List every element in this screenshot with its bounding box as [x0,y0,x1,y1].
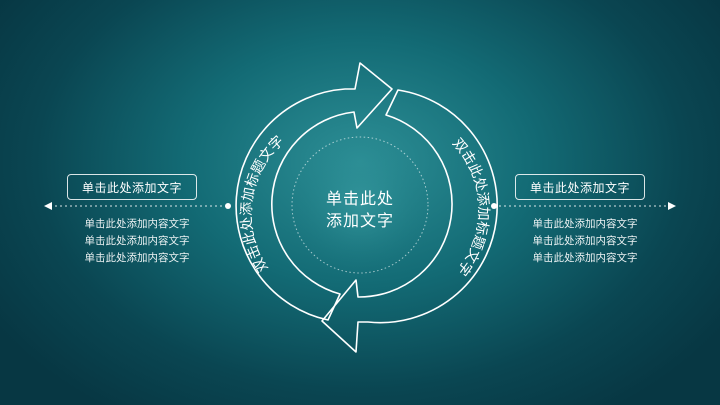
right-connector-arrowhead [668,202,676,210]
right-content-line: 单击此处添加内容文字 [532,235,638,247]
right-content[interactable]: 单击此处添加内容文字 单击此处添加内容文字 单击此处添加内容文字 [515,216,655,267]
right-content-line: 单击此处添加内容文字 [532,252,638,264]
left-connector-dot [225,203,231,209]
left-connector-arrowhead [44,202,52,210]
left-title-box[interactable]: 单击此处添加文字 [67,174,197,200]
left-content[interactable]: 单击此处添加内容文字 单击此处添加内容文字 单击此处添加内容文字 [67,216,207,267]
left-content-line: 单击此处添加内容文字 [84,235,190,247]
left-content-line: 单击此处添加内容文字 [84,252,190,264]
cycle-arrow-right [321,89,498,353]
center-glow [288,133,432,277]
center-title-line2[interactable]: 添加文字 [325,211,394,230]
right-title-box[interactable]: 单击此处添加文字 [515,174,645,200]
left-content-line: 单击此处添加内容文字 [84,218,190,230]
right-content-line: 单击此处添加内容文字 [532,218,638,230]
center-title-line1[interactable]: 单击此处 [325,189,394,208]
cycle-arrow-left [235,62,393,321]
right-connector-dot [491,203,497,209]
center-dotted-ring [291,136,429,274]
